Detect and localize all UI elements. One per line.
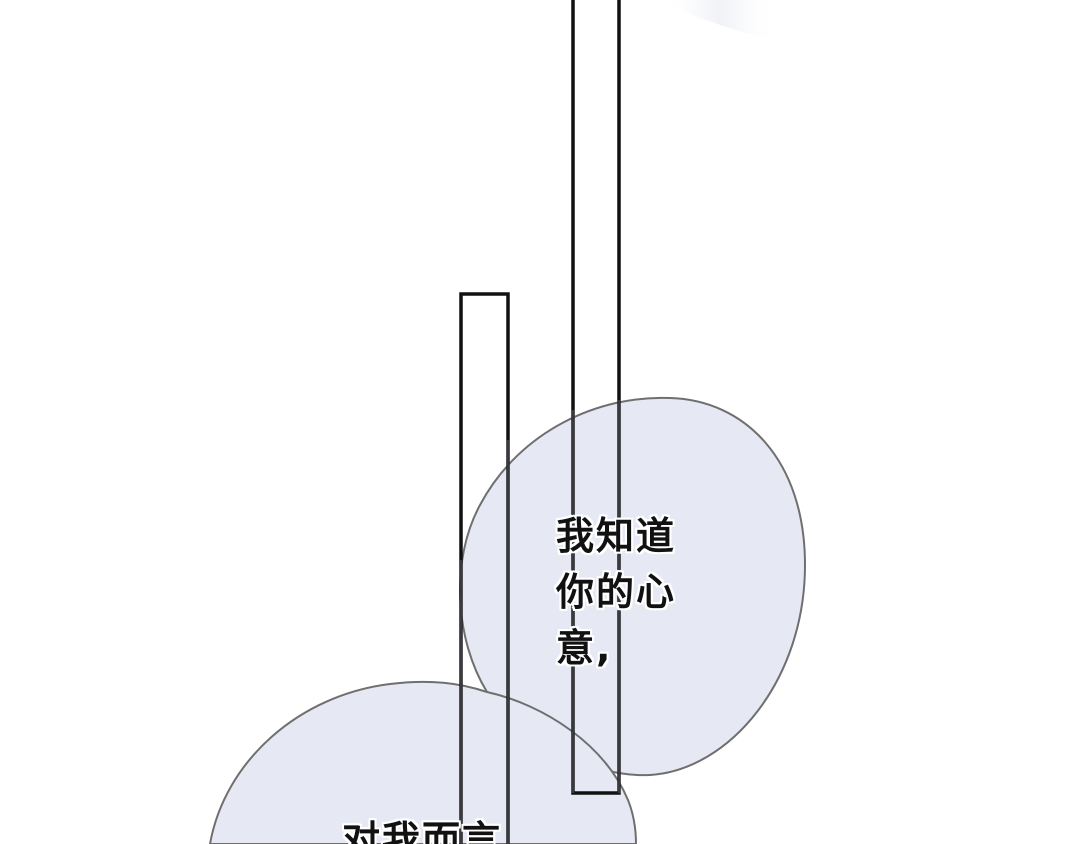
panel-frame-right [571, 0, 621, 795]
speech-bubble-bottom [208, 680, 638, 844]
background-art-fragment [660, 0, 780, 40]
speech-line: 对我而言 [342, 818, 503, 844]
frame-overlay [459, 400, 621, 844]
speech-text-top: 我知道 你的心 意, [556, 508, 676, 676]
speech-line: 意, [556, 626, 613, 670]
speech-text-bottom: 对我而言 [342, 812, 502, 844]
speech-line: 我知道 [556, 514, 677, 558]
speech-line: 你的心 [556, 570, 677, 614]
